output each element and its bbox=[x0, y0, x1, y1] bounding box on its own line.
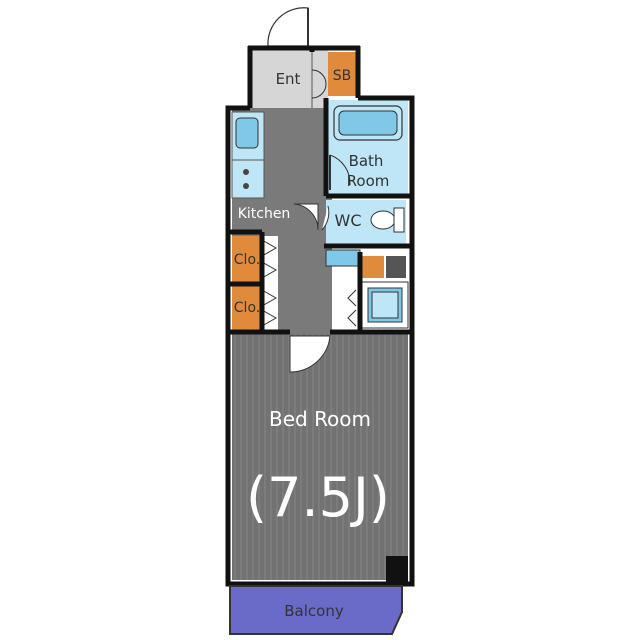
bedroom-floor bbox=[232, 334, 408, 580]
wc-label: WC bbox=[335, 211, 362, 230]
bathroom-label-line2: Room bbox=[347, 172, 390, 190]
entrance-label: Ent bbox=[276, 70, 301, 88]
kitchen-label: Kitchen bbox=[238, 206, 291, 222]
bedroom-label: Bed Room bbox=[269, 407, 371, 431]
closet-upper bbox=[232, 236, 262, 282]
closet-upper-label: Clo. bbox=[234, 252, 260, 268]
storage-small bbox=[362, 256, 384, 278]
walls bbox=[225, 48, 415, 587]
balcony bbox=[229, 585, 403, 635]
sink-icon bbox=[235, 117, 259, 149]
pipe-space bbox=[386, 256, 406, 278]
pillar bbox=[386, 556, 408, 582]
bathroom-label-line1: Bath bbox=[349, 152, 384, 170]
balcony-label: Balcony bbox=[284, 602, 344, 620]
kitchen-door bbox=[293, 203, 319, 231]
closet-lower-label: Clo. bbox=[234, 300, 260, 316]
stove-burner-icon bbox=[243, 169, 249, 175]
closet-lower bbox=[232, 286, 262, 330]
bedroom-size-label: (7.5J) bbox=[246, 466, 390, 529]
entrance-door bbox=[267, 7, 309, 47]
bedroom-door bbox=[289, 335, 331, 373]
shoe-box bbox=[328, 52, 356, 96]
washbasin-icon bbox=[325, 249, 361, 267]
stove-burner-icon bbox=[243, 183, 249, 189]
toilet-icon bbox=[370, 210, 396, 230]
shoe-box-label: SB bbox=[333, 68, 352, 84]
